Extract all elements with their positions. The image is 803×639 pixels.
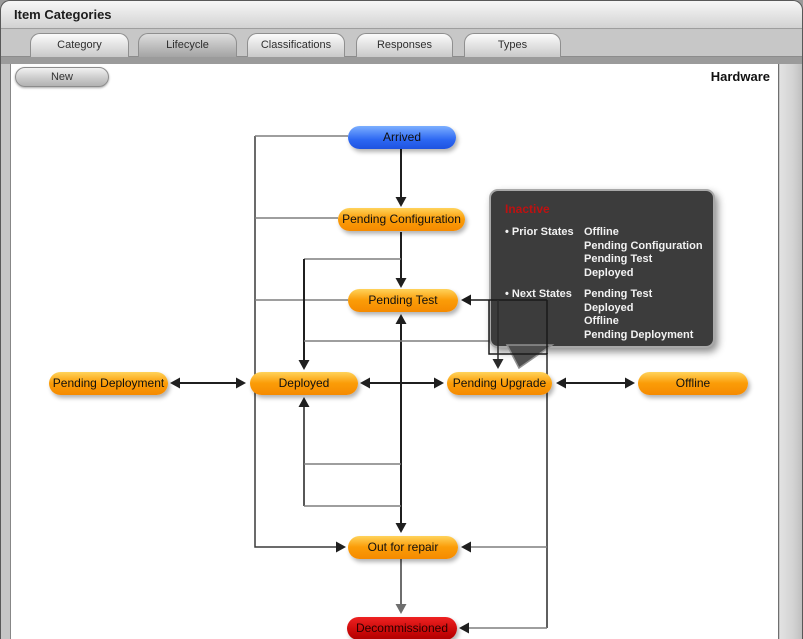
tooltip-prior-states-section: • Prior States Offline Pending Configura… <box>505 226 703 280</box>
tooltip-prior-states-values: Offline Pending Configuration Pending Te… <box>584 226 703 279</box>
state-node-out-for-repair[interactable]: Out for repair <box>348 536 458 559</box>
state-node-pending-deployment[interactable]: Pending Deployment <box>49 372 168 395</box>
tab-types[interactable]: Types <box>464 33 561 57</box>
state-node-arrived[interactable]: Arrived <box>348 126 456 149</box>
window-right-frame <box>780 64 802 639</box>
tab-classifications[interactable]: Classifications <box>247 33 345 57</box>
state-node-pending-upgrade[interactable]: Pending Upgrade <box>447 372 552 395</box>
tooltip-next-states-label: • Next States <box>505 288 572 300</box>
category-context-label: Hardware <box>710 69 770 84</box>
state-tooltip: Inactive • Prior States Offline Pending … <box>489 189 715 348</box>
new-button[interactable]: New <box>15 67 109 87</box>
tooltip-next-states-section: • Next States Pending Test Deployed Offl… <box>505 288 703 342</box>
tooltip-title: Inactive <box>505 202 550 216</box>
state-node-pending-test[interactable]: Pending Test <box>348 289 458 312</box>
tab-lifecycle[interactable]: Lifecycle <box>138 33 237 57</box>
page-title: Item Categories <box>14 7 112 22</box>
tooltip-next-states-values: Pending Test Deployed Offline Pending De… <box>584 288 694 341</box>
tooltip-prior-states-label: • Prior States <box>505 226 574 238</box>
state-node-deployed[interactable]: Deployed <box>250 372 358 395</box>
tab-category[interactable]: Category <box>30 33 129 57</box>
tab-responses[interactable]: Responses <box>356 33 453 57</box>
state-node-decommissioned[interactable]: Decommissioned <box>347 617 457 639</box>
state-node-pending-configuration[interactable]: Pending Configuration <box>338 208 465 231</box>
window-title-bar: Item Categories <box>1 1 802 29</box>
state-node-offline[interactable]: Offline <box>638 372 748 395</box>
